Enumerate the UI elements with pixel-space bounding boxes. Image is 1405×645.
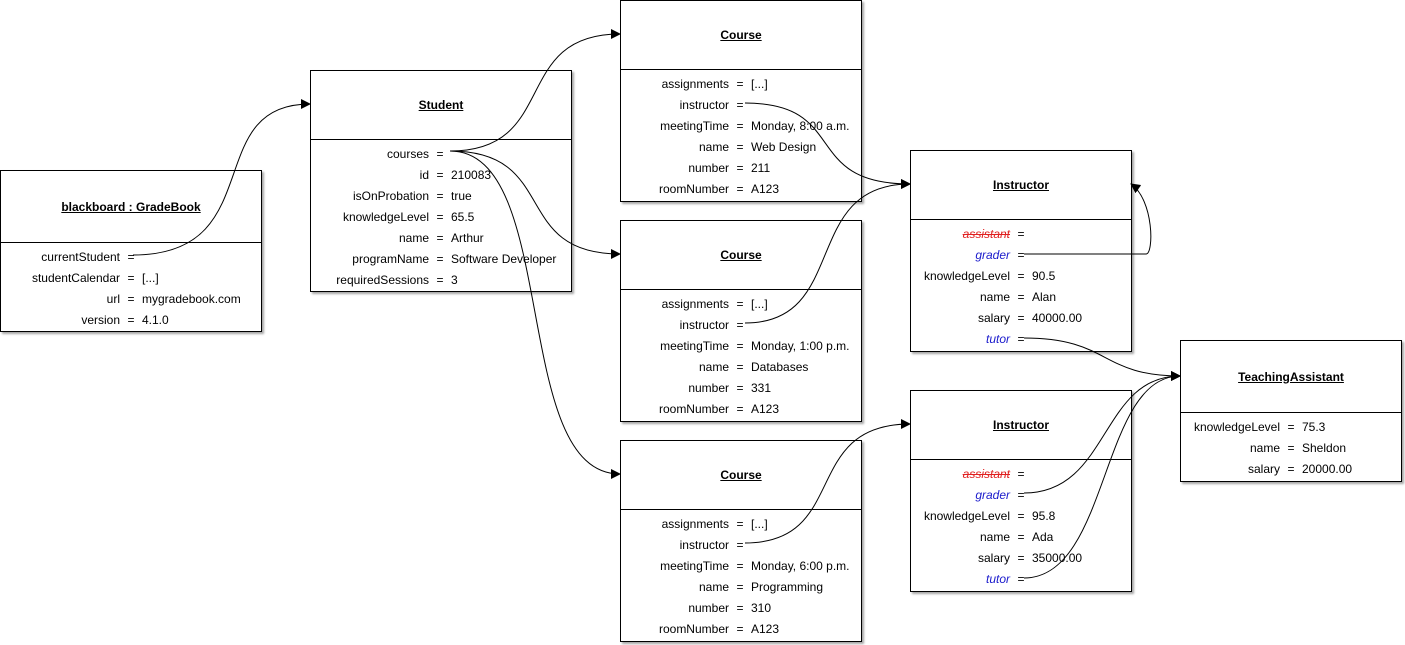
instructor-field: tutor= [985, 332, 1025, 346]
course-field: meetingTime=Monday, 6:00 p.m. [660, 559, 850, 573]
student-field: isOnProbation=true [352, 189, 472, 203]
gradebook-title: blackboard : GradeBook [61, 199, 201, 214]
teaching-assistant-field: salary=20000.00 [1247, 462, 1353, 476]
instructor-field: name=Alan [979, 290, 1057, 304]
instructor-box-1: Instructor assistant= grader= knowledgeL… [910, 150, 1132, 352]
instructor-title: Instructor [992, 418, 1049, 432]
teaching-assistant-header: TeachingAssistant [1181, 341, 1401, 413]
student-field: requiredSessions=3 [336, 273, 458, 287]
instructor-field: knowledgeLevel=90.5 [923, 269, 1056, 283]
course-header: Course [621, 221, 861, 290]
instructor-field: assistant= [962, 227, 1025, 241]
instructor-field: grader= [975, 488, 1025, 502]
course-box-3: Course assignments=[...] instructor= mee… [620, 440, 862, 642]
instructor-header: Instructor [911, 151, 1131, 220]
student-field: courses= [386, 147, 444, 161]
student-title: Student [418, 98, 464, 112]
course-field: assignments=[...] [661, 517, 768, 531]
course-field: roomNumber=A123 [658, 402, 780, 416]
instructor-field: assistant= [962, 467, 1025, 481]
gradebook-field: url=mygradebook.com [106, 292, 241, 306]
instructor-field: salary=40000.00 [977, 311, 1083, 325]
course-field: assignments=[...] [661, 77, 768, 91]
course-field: name=Web Design [698, 140, 817, 154]
course-field: roomNumber=A123 [658, 182, 780, 196]
course-field: instructor= [679, 98, 744, 112]
course-header: Course [621, 441, 861, 510]
course-field: instructor= [679, 318, 744, 332]
course-field: instructor= [679, 538, 744, 552]
course-field: name=Programming [698, 580, 824, 594]
course-title: Course [720, 468, 762, 482]
course-field: number=310 [688, 601, 772, 615]
course-field: meetingTime=Monday, 1:00 p.m. [660, 339, 850, 353]
student-field: programName=Software Developer [352, 252, 557, 266]
course-field: number=211 [688, 161, 771, 175]
student-header: Student [311, 71, 571, 140]
gradebook-box: blackboard : GradeBook currentStudent= s… [0, 170, 262, 332]
student-field: id=210083 [419, 168, 492, 182]
instructor-title: Instructor [992, 178, 1049, 192]
student-box: Student courses= id=210083 isOnProbation… [310, 70, 572, 292]
gradebook-header: blackboard : GradeBook [1, 171, 261, 243]
gradebook-field: studentCalendar=[...] [31, 271, 159, 285]
course-field: number=331 [688, 381, 772, 395]
course-title: Course [720, 28, 762, 42]
gradebook-field: version=4.1.0 [81, 313, 169, 327]
course-header: Course [621, 1, 861, 70]
student-field: name=Arthur [398, 231, 484, 245]
instructor-field: tutor= [985, 572, 1025, 586]
course-title: Course [720, 248, 762, 262]
instructor-field: name=Ada [979, 530, 1054, 544]
teaching-assistant-field: name=Sheldon [1249, 441, 1347, 455]
instructor-field: knowledgeLevel=95.8 [923, 509, 1056, 523]
teaching-assistant-field: knowledgeLevel=75.3 [1193, 420, 1326, 434]
course-box-2: Course assignments=[...] instructor= mee… [620, 220, 862, 422]
instructor-field: grader= [975, 248, 1025, 262]
course-field: assignments=[...] [661, 297, 768, 311]
instructor-header: Instructor [911, 391, 1131, 460]
course-box-1: Course assignments=[...] instructor= mee… [620, 0, 862, 202]
course-field: name=Databases [698, 360, 809, 374]
teaching-assistant-title: TeachingAssistant [1238, 369, 1344, 384]
instructor-field: salary=35000.00 [977, 551, 1083, 565]
gradebook-field: currentStudent= [41, 250, 135, 264]
student-field: knowledgeLevel=65.5 [342, 210, 475, 224]
teaching-assistant-box: TeachingAssistant knowledgeLevel=75.3 na… [1180, 340, 1402, 482]
course-field: meetingTime=Monday, 8:00 a.m. [660, 119, 850, 133]
course-field: roomNumber=A123 [658, 622, 780, 636]
instructor-box-2: Instructor assistant= grader= knowledgeL… [910, 390, 1132, 592]
